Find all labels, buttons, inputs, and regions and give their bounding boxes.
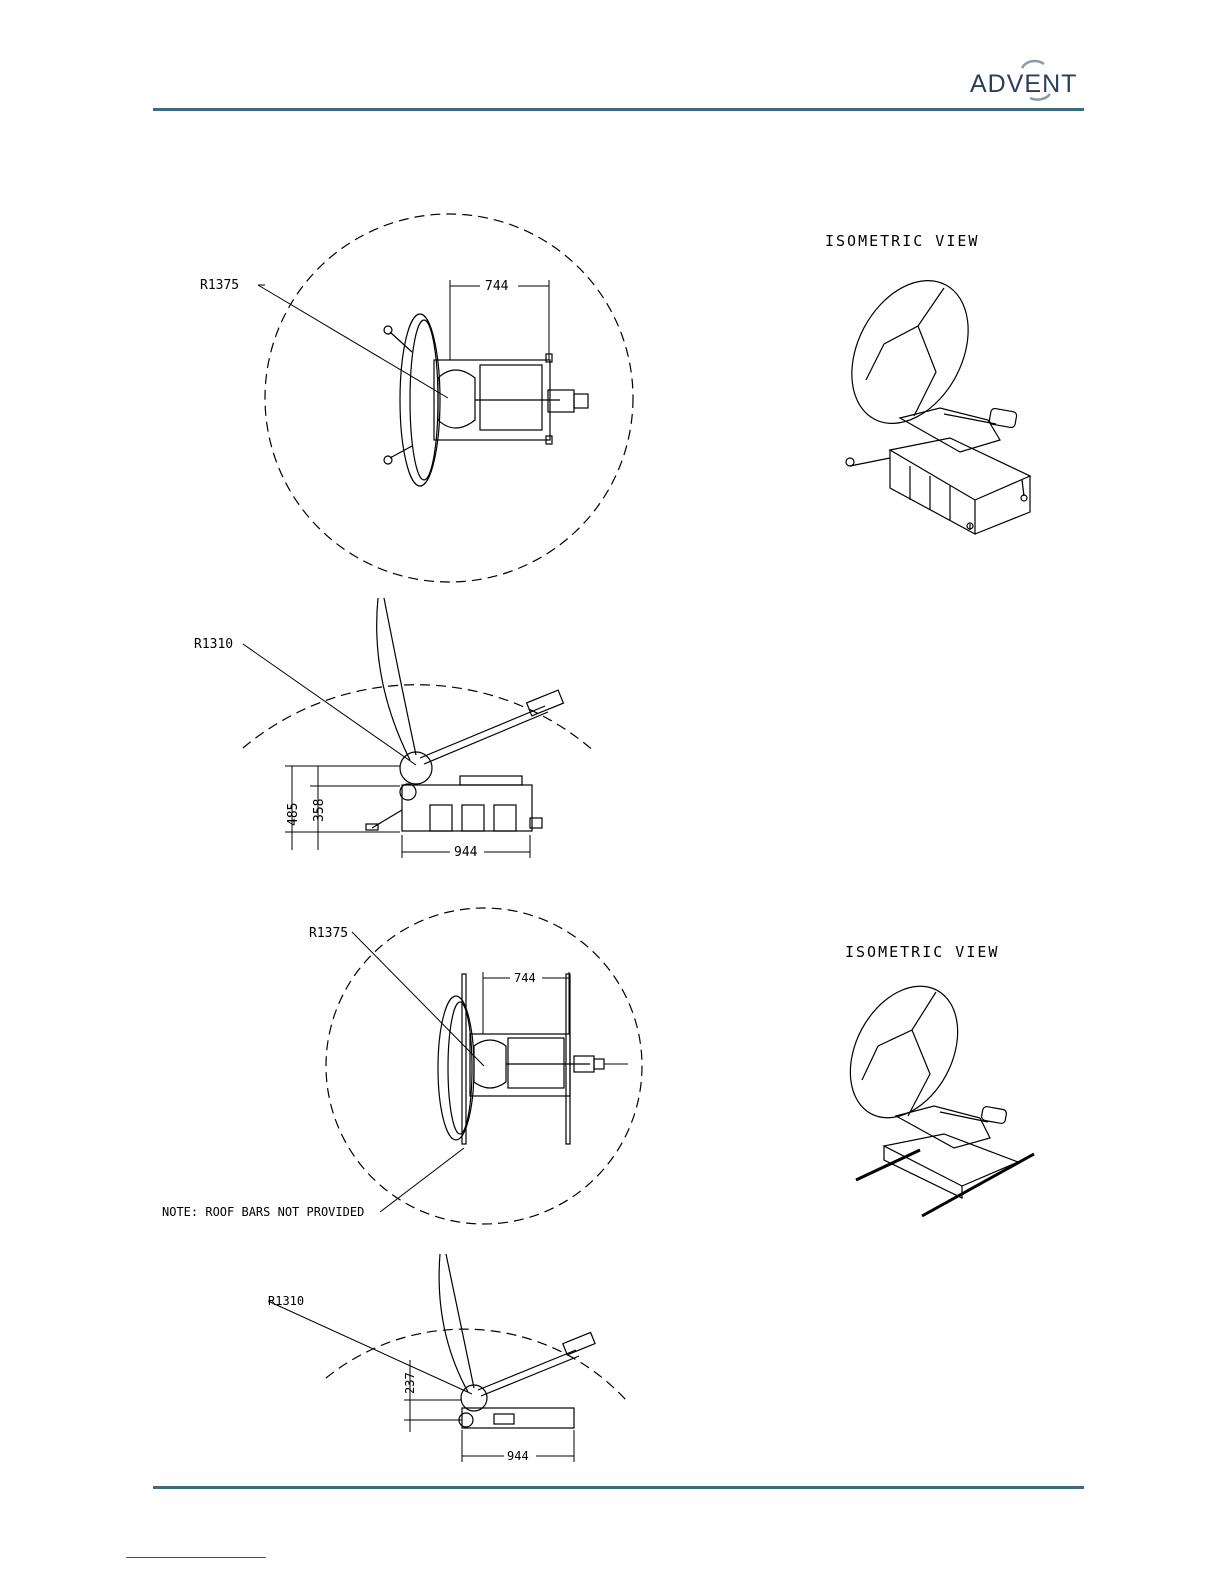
side-view-roof-bars: R1310 237 944 bbox=[268, 1254, 626, 1463]
width-dimension-label: 744 bbox=[485, 279, 509, 294]
isometric-view-roof-bars bbox=[829, 968, 1034, 1216]
base-unit bbox=[462, 1408, 574, 1428]
swept-radius-arc bbox=[326, 1329, 626, 1400]
feed-arm bbox=[420, 706, 545, 758]
width-dimension-label: 744 bbox=[514, 971, 536, 985]
radius-label: R1310 bbox=[268, 1294, 304, 1308]
isometric-view-title-1: ISOMETRIC VIEW bbox=[825, 232, 979, 250]
feed-arm bbox=[478, 1350, 576, 1390]
top-view-roof-mount: R1375 744 bbox=[200, 214, 633, 582]
radius-label: R1375 bbox=[309, 926, 348, 941]
dish-outline bbox=[438, 996, 474, 1140]
feed-arm bbox=[548, 390, 574, 412]
height-dimension-label: 237 bbox=[403, 1372, 417, 1394]
radius-label: R1375 bbox=[200, 278, 239, 293]
radius-label: R1310 bbox=[194, 637, 233, 652]
isometric-view-roof-mount bbox=[828, 260, 1030, 534]
base-unit bbox=[470, 1034, 570, 1096]
roof-bar bbox=[922, 1154, 1034, 1216]
height-total-label: 485 bbox=[286, 803, 301, 826]
base-unit bbox=[402, 785, 532, 831]
base-unit bbox=[890, 438, 1030, 500]
dish-outline bbox=[377, 598, 410, 760]
top-view-roof-bars: R1375 744 NOTE: ROOF BARS NOT PROVIDED bbox=[162, 908, 642, 1224]
footer-rule bbox=[153, 1486, 1084, 1489]
base-unit bbox=[884, 1134, 1018, 1186]
length-dimension-label: 944 bbox=[507, 1449, 529, 1463]
roof-bar bbox=[462, 974, 466, 1144]
isometric-view-title-2: ISOMETRIC VIEW bbox=[845, 943, 999, 961]
footer-link-underline bbox=[126, 1557, 266, 1558]
swept-radius-arc bbox=[243, 685, 595, 752]
length-dimension-label: 944 bbox=[454, 845, 478, 860]
height-base-label: 358 bbox=[312, 799, 327, 822]
swept-radius-circle bbox=[265, 214, 633, 582]
dish-outline bbox=[829, 968, 979, 1137]
roof-bar bbox=[856, 1150, 920, 1180]
dish-outline bbox=[439, 1254, 468, 1392]
side-view-roof-mount: R1310 485 358 944 bbox=[194, 598, 595, 860]
roof-bars-note: NOTE: ROOF BARS NOT PROVIDED bbox=[162, 1205, 364, 1219]
